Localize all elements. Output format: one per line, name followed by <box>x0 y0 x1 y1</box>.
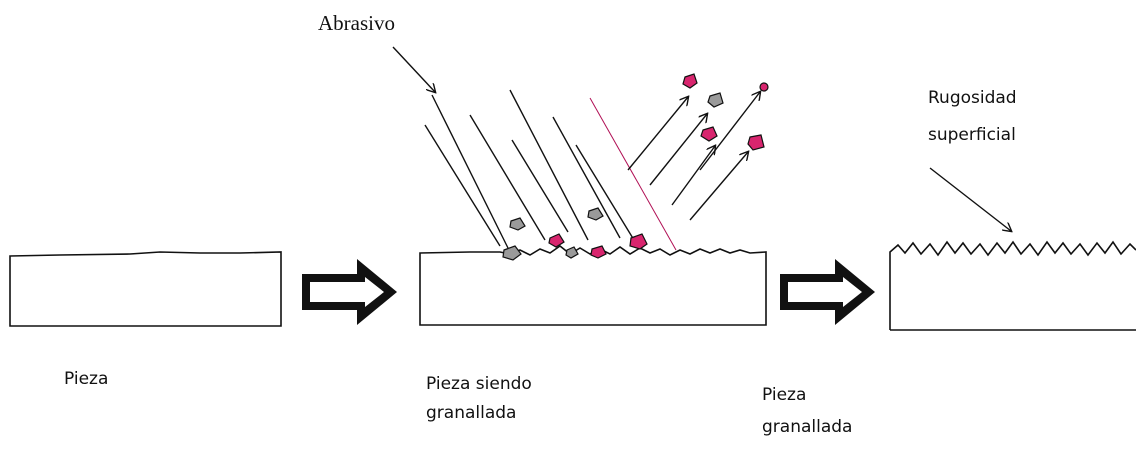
label-piece: Pieza <box>64 369 109 389</box>
label-roughness-line1: Rugosidad <box>928 88 1017 108</box>
label-piece-being-blasted-line2: granallada <box>426 403 517 423</box>
label-piece-being-blasted-line1: Pieza siendo <box>426 374 532 394</box>
label-piece-blasted-line1: Pieza <box>762 385 807 405</box>
incoming-abrasive-lines <box>424 89 677 251</box>
process-arrow-icon <box>302 259 397 325</box>
piece-being-blasted <box>419 245 767 326</box>
leader-arrow-icon <box>392 46 435 92</box>
process-arrow-icon <box>780 259 875 325</box>
label-abrasive: Abrasivo <box>318 11 395 35</box>
leader-arrow-icon <box>929 167 1011 231</box>
abrasive-particles <box>502 73 769 261</box>
label-piece-blasted-line2: granallada <box>762 417 853 437</box>
rebound-arrows <box>627 92 760 221</box>
label-roughness-line2: superficial <box>928 125 1016 145</box>
piece-blasted <box>889 240 1136 331</box>
piece-plain <box>9 251 282 327</box>
